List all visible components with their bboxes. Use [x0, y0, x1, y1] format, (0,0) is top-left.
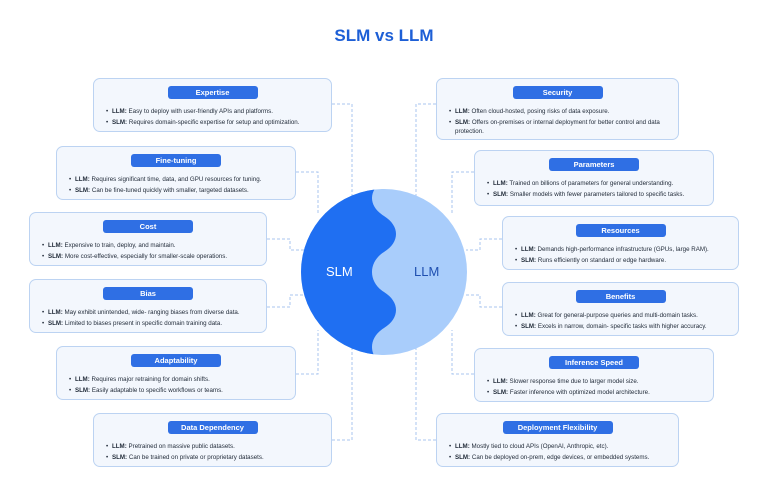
card-parameters: Parameters LLM: Trained on billions of p… [474, 150, 714, 206]
connector-data-dependency [332, 315, 353, 441]
card-title: Data Dependency [167, 421, 258, 434]
card-title: Resources [575, 224, 666, 237]
card-title: Cost [103, 220, 193, 233]
connector-benefits [466, 294, 502, 308]
card-title: Inference Speed [549, 356, 639, 369]
llm-label: LLM [414, 264, 440, 279]
slm-point: SLM: Runs efficiently on standard or edg… [515, 256, 730, 265]
connector-parameters [451, 171, 474, 215]
card-security: Security LLM: Often cloud-hosted, posing… [436, 78, 679, 140]
card-title: Security [512, 86, 603, 99]
card-fine-tuning: Fine-tuning LLM: Requires significant ti… [56, 146, 296, 200]
card-title: Benefits [575, 290, 666, 303]
slm-point: SLM: Easily adaptable to specific workfl… [69, 386, 287, 395]
card-adaptability: Adaptability LLM: Requires major retrain… [56, 346, 296, 400]
llm-point: LLM: Pretrained on massive public datase… [106, 442, 323, 451]
card-inference-speed: Inference Speed LLM: Slower response tim… [474, 348, 714, 402]
llm-point: LLM: Great for general-purpose queries a… [515, 311, 730, 320]
llm-point: LLM: Trained on billions of parameters f… [487, 179, 705, 188]
llm-point: LLM: May exhibit unintended, wide- rangi… [42, 308, 258, 317]
card-title: Deployment Flexibility [502, 421, 613, 434]
card-title: Bias [103, 287, 193, 300]
slm-point: SLM: Can be deployed on-prem, edge devic… [449, 453, 670, 462]
card-title: Parameters [549, 158, 639, 171]
connector-deployment-flexibility [415, 315, 436, 441]
slm-point: SLM: Can be trained on private or propri… [106, 453, 323, 462]
connector-cost [267, 238, 305, 251]
slm-point: SLM: Limited to biases present in specif… [42, 319, 258, 328]
card-resources: Resources LLM: Demands high-performance … [502, 216, 739, 270]
connector-security [415, 103, 436, 230]
llm-point: LLM: Mostly tied to cloud APIs (OpenAI, … [449, 442, 670, 451]
slm-point: SLM: Offers on-premises or internal depl… [449, 118, 670, 136]
card-benefits: Benefits LLM: Great for general-purpose … [502, 282, 739, 336]
connector-fine-tuning [296, 171, 319, 215]
llm-point: LLM: Requires major retraining for domai… [69, 375, 287, 384]
slm-point: SLM: Can be fine-tuned quickly with smal… [69, 186, 287, 195]
slm-point: SLM: More cost-effective, especially for… [42, 252, 258, 261]
card-expertise: Expertise LLM: Easy to deploy with user-… [93, 78, 332, 132]
slm-point: SLM: Smaller models with fewer parameter… [487, 190, 705, 199]
card-bias: Bias LLM: May exhibit unintended, wide- … [29, 279, 267, 333]
llm-point: LLM: Often cloud-hosted, posing risks of… [449, 107, 670, 116]
llm-point: LLM: Expensive to train, deploy, and mai… [42, 241, 258, 250]
slm-point: SLM: Requires domain-specific expertise … [106, 118, 323, 127]
llm-point: LLM: Requires significant time, data, an… [69, 175, 287, 184]
slm-point: SLM: Faster inference with optimized mod… [487, 388, 705, 397]
card-title: Adaptability [131, 354, 221, 367]
connector-bias [267, 294, 305, 308]
llm-point: LLM: Demands high-performance infrastruc… [515, 245, 730, 254]
slm-label: SLM [326, 264, 353, 279]
llm-point: LLM: Easy to deploy with user-friendly A… [106, 107, 323, 116]
connector-inference-speed [451, 330, 474, 375]
card-title: Expertise [167, 86, 258, 99]
connector-adaptability [296, 330, 319, 375]
slm-point: SLM: Excels in narrow, domain- specific … [515, 322, 730, 331]
page-title: SLM vs LLM [334, 26, 434, 45]
card-data-dependency: Data Dependency LLM: Pretrained on massi… [93, 413, 332, 467]
llm-point: LLM: Slower response time due to larger … [487, 377, 705, 386]
card-cost: Cost LLM: Expensive to train, deploy, an… [29, 212, 267, 266]
card-title: Fine-tuning [131, 154, 221, 167]
connector-expertise [332, 103, 353, 230]
connector-resources [466, 238, 502, 251]
card-deployment-flexibility: Deployment Flexibility LLM: Mostly tied … [436, 413, 679, 467]
